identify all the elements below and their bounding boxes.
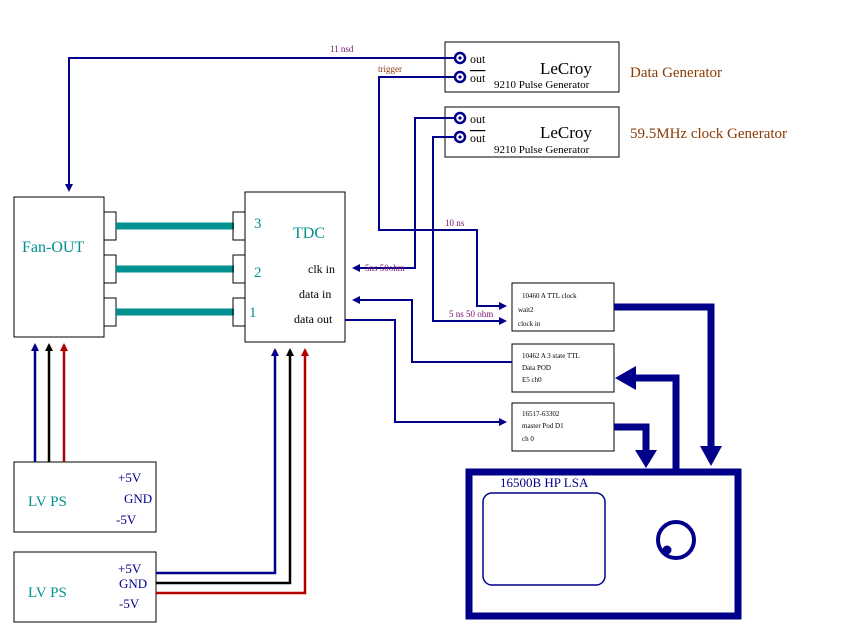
psu-2: LV PS +5V GND -5V [13, 551, 157, 623]
pod-clock-module: 10460 A TTL clock wait2 clock in [511, 282, 615, 332]
logic-analyzer: 16500B HP LSA [465, 468, 742, 620]
annot-10ns: 10 ns [445, 218, 465, 228]
psu2-gnd-label: GND [119, 576, 147, 591]
psu2-minus-label: -5V [119, 596, 140, 611]
psu1-label: LV PS [28, 494, 67, 510]
pod-clock-line2: wait2 [518, 306, 534, 314]
fanout-label: Fan-OUT [22, 239, 84, 256]
pod-clock-line3: clock in [518, 320, 541, 328]
gen1-brand: LeCroy [540, 59, 592, 78]
tdc-module: 3 2 1 TDC clk in data in data out [232, 191, 346, 343]
lsa-knob-icon[interactable] [656, 520, 696, 560]
signal-wires [65, 57, 512, 426]
gen2-out-label: out [470, 112, 486, 126]
tdc-clk-in-label: clk in [308, 262, 335, 276]
annot-nsd: 11 nsd [330, 44, 354, 54]
pod-master-line2: master Pod D1 [522, 422, 564, 430]
pod-master-line1: 16517-63302 [522, 410, 560, 418]
tdc-port-2: 2 [254, 265, 262, 281]
pod-data-line1: 10462 A 3 state TTL [522, 352, 580, 360]
fanout-tdc-cables [116, 222, 234, 316]
pod-master-module: 16517-63302 master Pod D1 ch 0 [511, 402, 615, 452]
data-generator: out out LeCroy 9210 Pulse Generator [444, 41, 620, 93]
annot-trigger: trigger [378, 64, 402, 74]
gen1-out-label: out [470, 52, 486, 66]
psu2-plus-label: +5V [118, 561, 142, 576]
psu2-tdc-wires [156, 348, 309, 595]
pod-data-line3: E5 ch0 [522, 376, 542, 384]
pod-clock-line1: 10460 A TTL clock [522, 292, 577, 300]
tdc-data-out-label: data out [294, 312, 333, 326]
gen2-brand: LeCroy [540, 123, 592, 142]
gen2-outbar-label: out [470, 131, 486, 145]
annot-data-delay: 5 ns 50 ohm [449, 309, 493, 319]
psu-1: LV PS +5V GND -5V [13, 461, 157, 533]
lsa-label: 16500B HP LSA [500, 475, 589, 490]
psu1-fanout-wires [31, 343, 68, 462]
tdc-port-1: 1 [249, 305, 257, 321]
clock-generator: out out LeCroy 9210 Pulse Generator [444, 106, 620, 158]
tdc-data-in-label: data in [299, 287, 331, 301]
pod-master-line3: ch 0 [522, 435, 534, 443]
pod-lsa-cables [614, 303, 715, 472]
psu1-gnd-label: GND [124, 491, 152, 506]
tdc-port-3: 3 [254, 216, 262, 232]
pod-data-line2: Data POD [522, 364, 551, 372]
lsa-screen [482, 492, 606, 586]
gen1-outbar-label: out [470, 71, 486, 85]
tdc-label: TDC [293, 225, 325, 242]
data-generator-caption: Data Generator [630, 65, 722, 81]
gen2-model: 9210 Pulse Generator [494, 144, 590, 156]
gen1-model: 9210 Pulse Generator [494, 79, 590, 91]
fanout-module: Fan-OUT [13, 196, 117, 338]
psu1-minus-label: -5V [116, 512, 137, 527]
annot-clk-delay: 5ns 50ohm [365, 263, 405, 273]
psu2-label: LV PS [28, 585, 67, 601]
psu1-plus-label: +5V [118, 470, 142, 485]
clock-generator-caption: 59.5MHz clock Generator [630, 126, 787, 142]
pod-data-module: 10462 A 3 state TTL Data POD E5 ch0 [511, 343, 615, 393]
